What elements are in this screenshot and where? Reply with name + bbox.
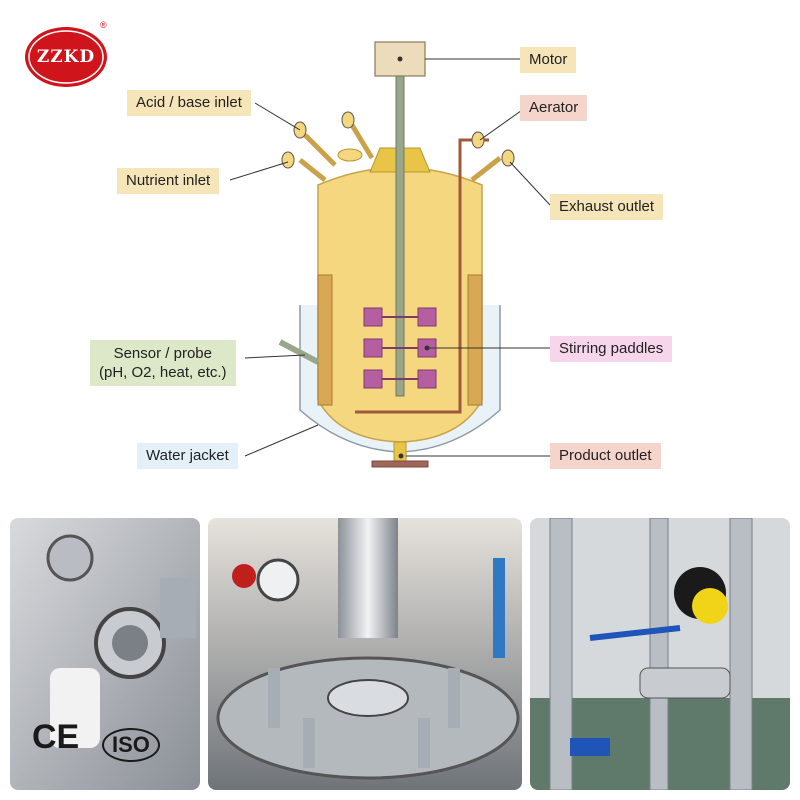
photo-reactor-lid xyxy=(208,518,522,790)
inlet-pipes xyxy=(298,123,502,182)
sampling-cup xyxy=(337,148,363,162)
label-sensor-probe: Sensor / probe (pH, O2, heat, etc.) xyxy=(90,340,236,386)
ce-mark: CE xyxy=(32,718,80,756)
bioreactor-diagram xyxy=(229,41,551,468)
label-sensor-probe-line2: (pH, O2, heat, etc.) xyxy=(99,364,227,381)
label-water-jacket: Water jacket xyxy=(137,443,238,469)
registered-mark: ® xyxy=(100,20,107,30)
sensor-probe xyxy=(278,339,320,365)
label-nutrient-inlet: Nutrient inlet xyxy=(117,168,220,194)
label-stirring-paddles: Stirring paddles xyxy=(550,336,673,362)
jacket-bar-left xyxy=(317,274,333,406)
photo-valve-closeup: CE ISO xyxy=(10,518,200,790)
brand-logo: ZZKD xyxy=(24,26,108,88)
label-product-outlet: Product outlet xyxy=(550,443,661,469)
label-aerator: Aerator xyxy=(520,95,588,121)
logo-badge xyxy=(25,27,107,87)
jacket-bar-right xyxy=(467,274,483,406)
stirring-shaft xyxy=(395,75,405,397)
iso-mark: ISO xyxy=(102,728,160,762)
label-acid-base-inlet: Acid / base inlet xyxy=(127,90,251,116)
product-outlet-pipe xyxy=(393,441,407,463)
label-sensor-probe-line1: Sensor / probe xyxy=(113,345,212,362)
stirring-paddles xyxy=(363,307,437,389)
photo-valve-assembly xyxy=(530,518,790,790)
label-exhaust-outlet: Exhaust outlet xyxy=(550,194,664,220)
logo-text: ZZKD xyxy=(36,47,96,67)
label-motor: Motor xyxy=(520,47,577,73)
